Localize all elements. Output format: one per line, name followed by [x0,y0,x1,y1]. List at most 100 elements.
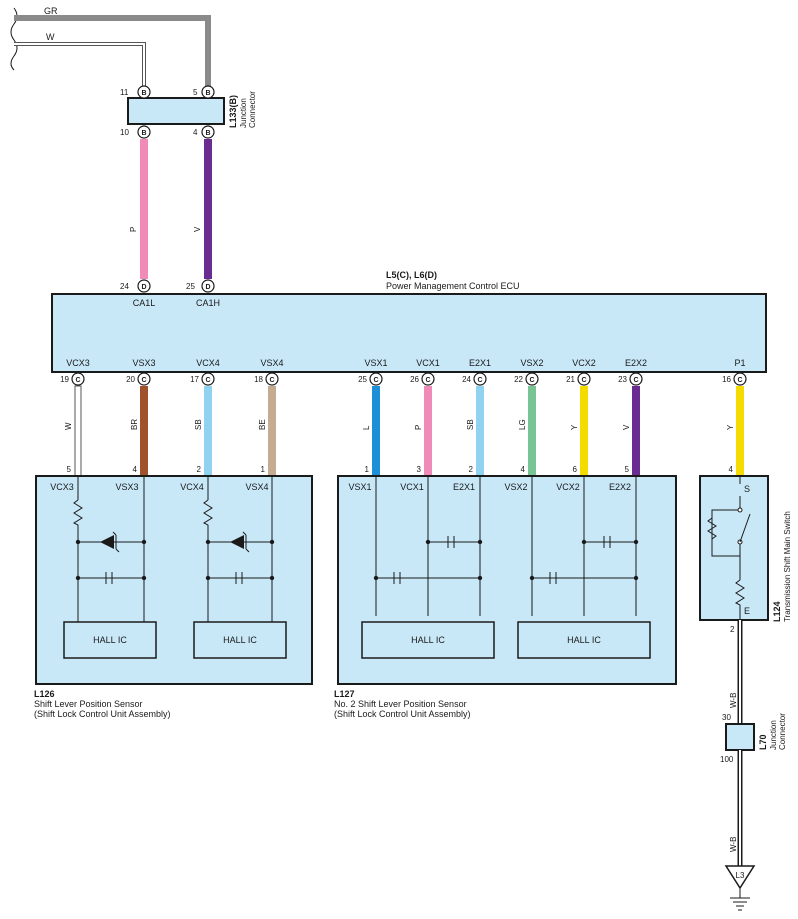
sensor-pin-number: 2 [197,465,202,474]
l126-terminal-vcx4: VCX4 [180,482,204,492]
ecu-wire-color-code: Y [570,424,579,430]
switch-terminal-e: E [744,606,750,616]
ecu-wire-vcx2 [580,386,588,476]
ecu-terminal-vcx4: VCX4 [196,358,220,368]
switch-l124-id: L124 [772,601,782,622]
sensor-l127-name: No. 2 Shift Lever Position Sensor [334,699,467,709]
svg-text:B: B [141,90,146,97]
sensor-pin-number: 1 [261,465,266,474]
l126-hall-ic-2: HALL IC [223,635,257,645]
sensor-l126-subname: (Shift Lock Control Unit Assembly) [34,709,171,719]
ground-triangle [724,865,756,890]
ecu-terminal-e2x2: E2X2 [625,358,647,368]
ecu-pin-number: 17 [190,375,199,384]
svg-text:C: C [75,377,80,384]
wire-w-outline [14,42,146,88]
pin-number: 25 [186,282,195,291]
svg-text:C: C [477,377,482,384]
sensor-pin-number: 5 [625,465,630,474]
l127-terminal-vsx1: VSX1 [348,482,371,492]
ecu-bottom-pins: VCX3C19W5VSX3C20BR4VCX4C17SB2VSX4C18BE1V… [60,358,747,477]
ecu-terminal-vsx4: VSX4 [260,358,283,368]
svg-text:C: C [633,377,638,384]
pin-number: 5 [193,88,198,97]
switch-out-pin: 2 [730,625,735,634]
sensor-pin-number: 4 [729,465,734,474]
svg-text:C: C [737,377,742,384]
ecu-wire-color-code: L [362,425,371,430]
pin-l133-11: B [137,85,151,99]
ecu-pin-vsx4: C [265,372,279,386]
ecu-pin-vsx1: C [369,372,383,386]
ecu-box [51,293,767,373]
l127-terminal-vcx1: VCX1 [400,482,424,492]
wire-can-p-label: P [129,227,138,232]
junction-l133-label2: Connector [248,91,257,128]
sensor-l127-id: L127 [334,689,355,699]
wire-can-v-label: V [193,226,202,232]
ecu-wire-vsx4 [268,386,276,476]
ecu-pin-number: 25 [358,375,367,384]
junction-l133-id: L133(B) [228,95,238,128]
pin-number: 10 [120,128,129,137]
switch-l124-box [699,475,769,621]
ecu-wire-vcx4 [204,386,212,476]
svg-text:D: D [141,284,146,291]
ecu-wire-color-code: W [64,422,73,430]
l126-hall-ic-1: HALL IC [93,635,127,645]
ecu-pin-number: 20 [126,375,135,384]
sensor-l126-internal [63,476,287,659]
pin-l133-4: B [201,125,215,139]
ecu-pin-number: 23 [618,375,627,384]
ecu-pin-vcx3: C [71,372,85,386]
ecu-terminal-p1: P1 [734,358,745,368]
ecu-pin-number: 19 [60,375,69,384]
junction-l70-id: L70 [758,734,768,750]
sensor-pin-number: 5 [67,465,72,474]
ecu-terminal-e2x1: E2X1 [469,358,491,368]
wire-can-p [140,139,148,279]
l127-hall-ic-2: HALL IC [567,635,601,645]
wire-gr-label: GR [44,6,58,16]
svg-text:C: C [205,377,210,384]
ecu-terminal-vsx1: VSX1 [364,358,387,368]
ecu-wire-color-code: SB [194,419,203,430]
ecu-wire-color-code: V [622,424,631,430]
svg-text:D: D [205,284,210,291]
ecu-pin-number: 24 [462,375,471,384]
sensor-l126-name: Shift Lever Position Sensor [34,699,143,709]
ecu-terminal-vcx2: VCX2 [572,358,596,368]
wire-wb-upper-label: W-B [729,693,738,708]
pin-l133-5: B [201,85,215,99]
ecu-pin-number: 26 [410,375,419,384]
sensor-pin-number: 2 [469,465,474,474]
ecu-id: L5(C), L6(D) [386,270,437,280]
svg-text:C: C [141,377,146,384]
ground-id: L3 [736,871,745,880]
junction-l70-label: Junction [769,720,778,750]
sensor-pin-number: 4 [521,465,526,474]
svg-text:C: C [373,377,378,384]
ecu-pin-p1: C [733,372,747,386]
svg-text:C: C [269,377,274,384]
l126-terminal-vcx3: VCX3 [50,482,74,492]
ecu-pin-vsx2: C [525,372,539,386]
svg-text:C: C [581,377,586,384]
pin-number: 4 [193,128,198,137]
l126-terminal-vsx3: VSX3 [115,482,138,492]
l127-hall-ic-1: HALL IC [411,635,445,645]
l127-terminal-e2x2: E2X2 [609,482,631,492]
ecu-terminal-vcx3: VCX3 [66,358,90,368]
junction-l70-label2: Connector [778,713,787,750]
junction-connector-l70 [725,723,755,751]
ecu-wire-color-code: BE [258,419,267,430]
sensor-pin-number: 6 [573,465,578,474]
sensor-pin-number: 1 [365,465,370,474]
ecu-wire-vsx2 [528,386,536,476]
ecu-wire-color-code: LG [518,419,527,430]
ecu-pin-number: 18 [254,375,263,384]
sensor-pin-number: 4 [133,465,138,474]
pin-ecu-ca1h: D [201,279,215,293]
wire-w-label: W [46,32,55,42]
ecu-wire-vsx3 [140,386,148,476]
